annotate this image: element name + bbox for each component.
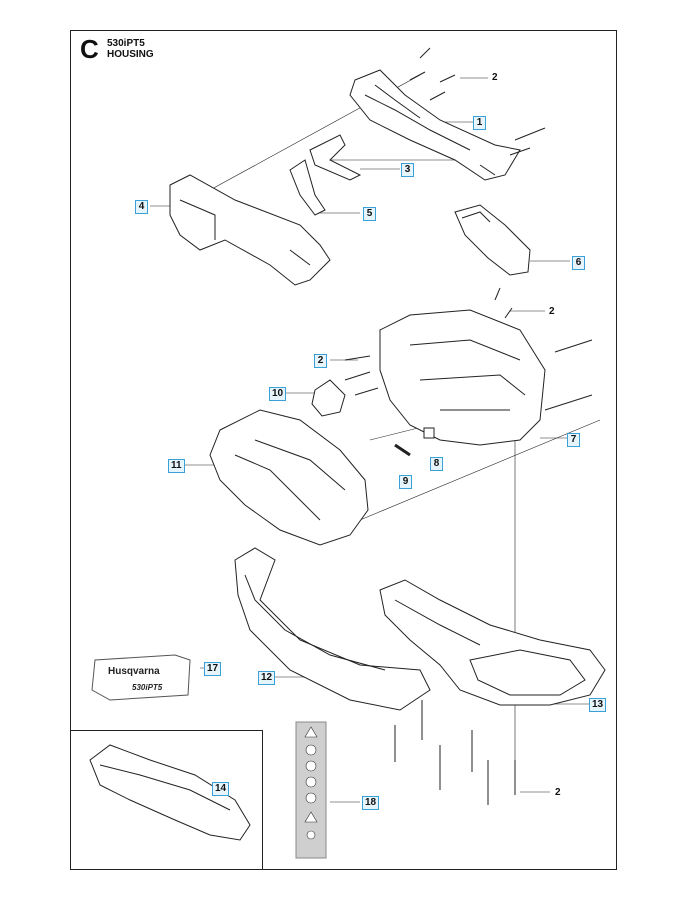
section-title: HOUSING (107, 49, 154, 60)
callout-2-top: 2 (492, 72, 498, 83)
callout-17: 17 (204, 662, 222, 676)
callout-18: 18 (362, 796, 380, 810)
callout-2-mid-left: 2 (314, 354, 327, 368)
diagram-frame (70, 30, 617, 870)
callout-2-bottom: 2 (555, 787, 561, 798)
model-name: 530iPT5 (107, 38, 145, 49)
callout-14: 14 (212, 782, 230, 796)
callout-9: 9 (399, 475, 412, 489)
section-letter: C (80, 34, 99, 64)
decal-brand-text: Husqvarna (108, 666, 160, 677)
callout-3: 3 (401, 163, 414, 177)
callout-12: 12 (258, 671, 276, 685)
callout-2-mid-right: 2 (549, 306, 555, 317)
callout-10: 10 (269, 387, 287, 401)
decal-model-text: 530iPT5 (132, 683, 163, 692)
warning-decal-strip (295, 721, 327, 859)
callout-7: 7 (567, 433, 580, 447)
callout-11: 11 (168, 459, 185, 473)
callout-13: 13 (589, 698, 607, 712)
callout-5: 5 (363, 207, 376, 221)
callout-1: 1 (473, 116, 486, 130)
callout-6: 6 (572, 256, 585, 270)
callout-4: 4 (135, 200, 148, 214)
callout-8: 8 (430, 457, 443, 471)
section-header: 530iPT5 HOUSING (107, 38, 154, 60)
inset-frame (70, 730, 263, 870)
